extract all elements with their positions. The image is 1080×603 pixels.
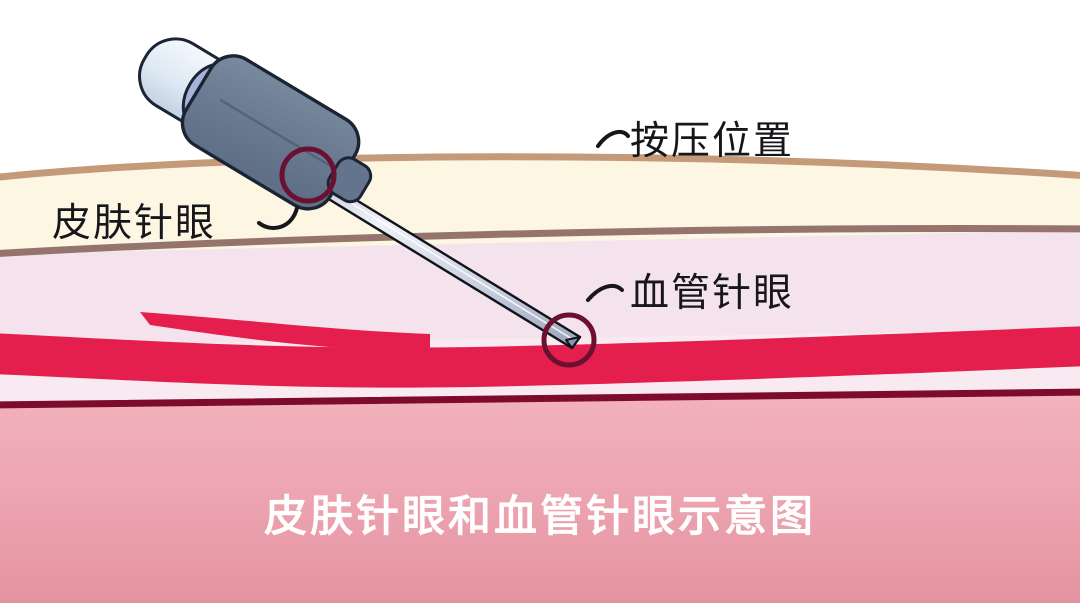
skin-puncture-marker (279, 146, 337, 204)
vessel-puncture-leader (586, 283, 624, 302)
press-site-leader (596, 129, 630, 148)
muscle-boundary-line (0, 388, 1080, 409)
dermis-layer (0, 228, 1080, 346)
vessel-puncture-marker (541, 312, 597, 368)
skin-surface-line (0, 153, 1080, 181)
barrel-seam (219, 98, 340, 172)
annotation-label-press-site: 按压位置 (630, 120, 795, 163)
blood-vessel-main (0, 326, 1080, 388)
dermis-boundary-line (0, 225, 1080, 257)
skin-puncture-leader (257, 206, 299, 230)
annotation-label-skin-puncture: 皮肤针眼 (52, 202, 217, 245)
syringe (138, 37, 373, 211)
figure-caption: 皮肤针眼和血管针眼示意图 (264, 492, 816, 542)
blood-vessel-branch (140, 312, 430, 352)
needle-tip (565, 336, 581, 349)
annotation-label-vessel-puncture: 血管针眼 (630, 272, 795, 315)
muscle-layer (0, 392, 1080, 603)
